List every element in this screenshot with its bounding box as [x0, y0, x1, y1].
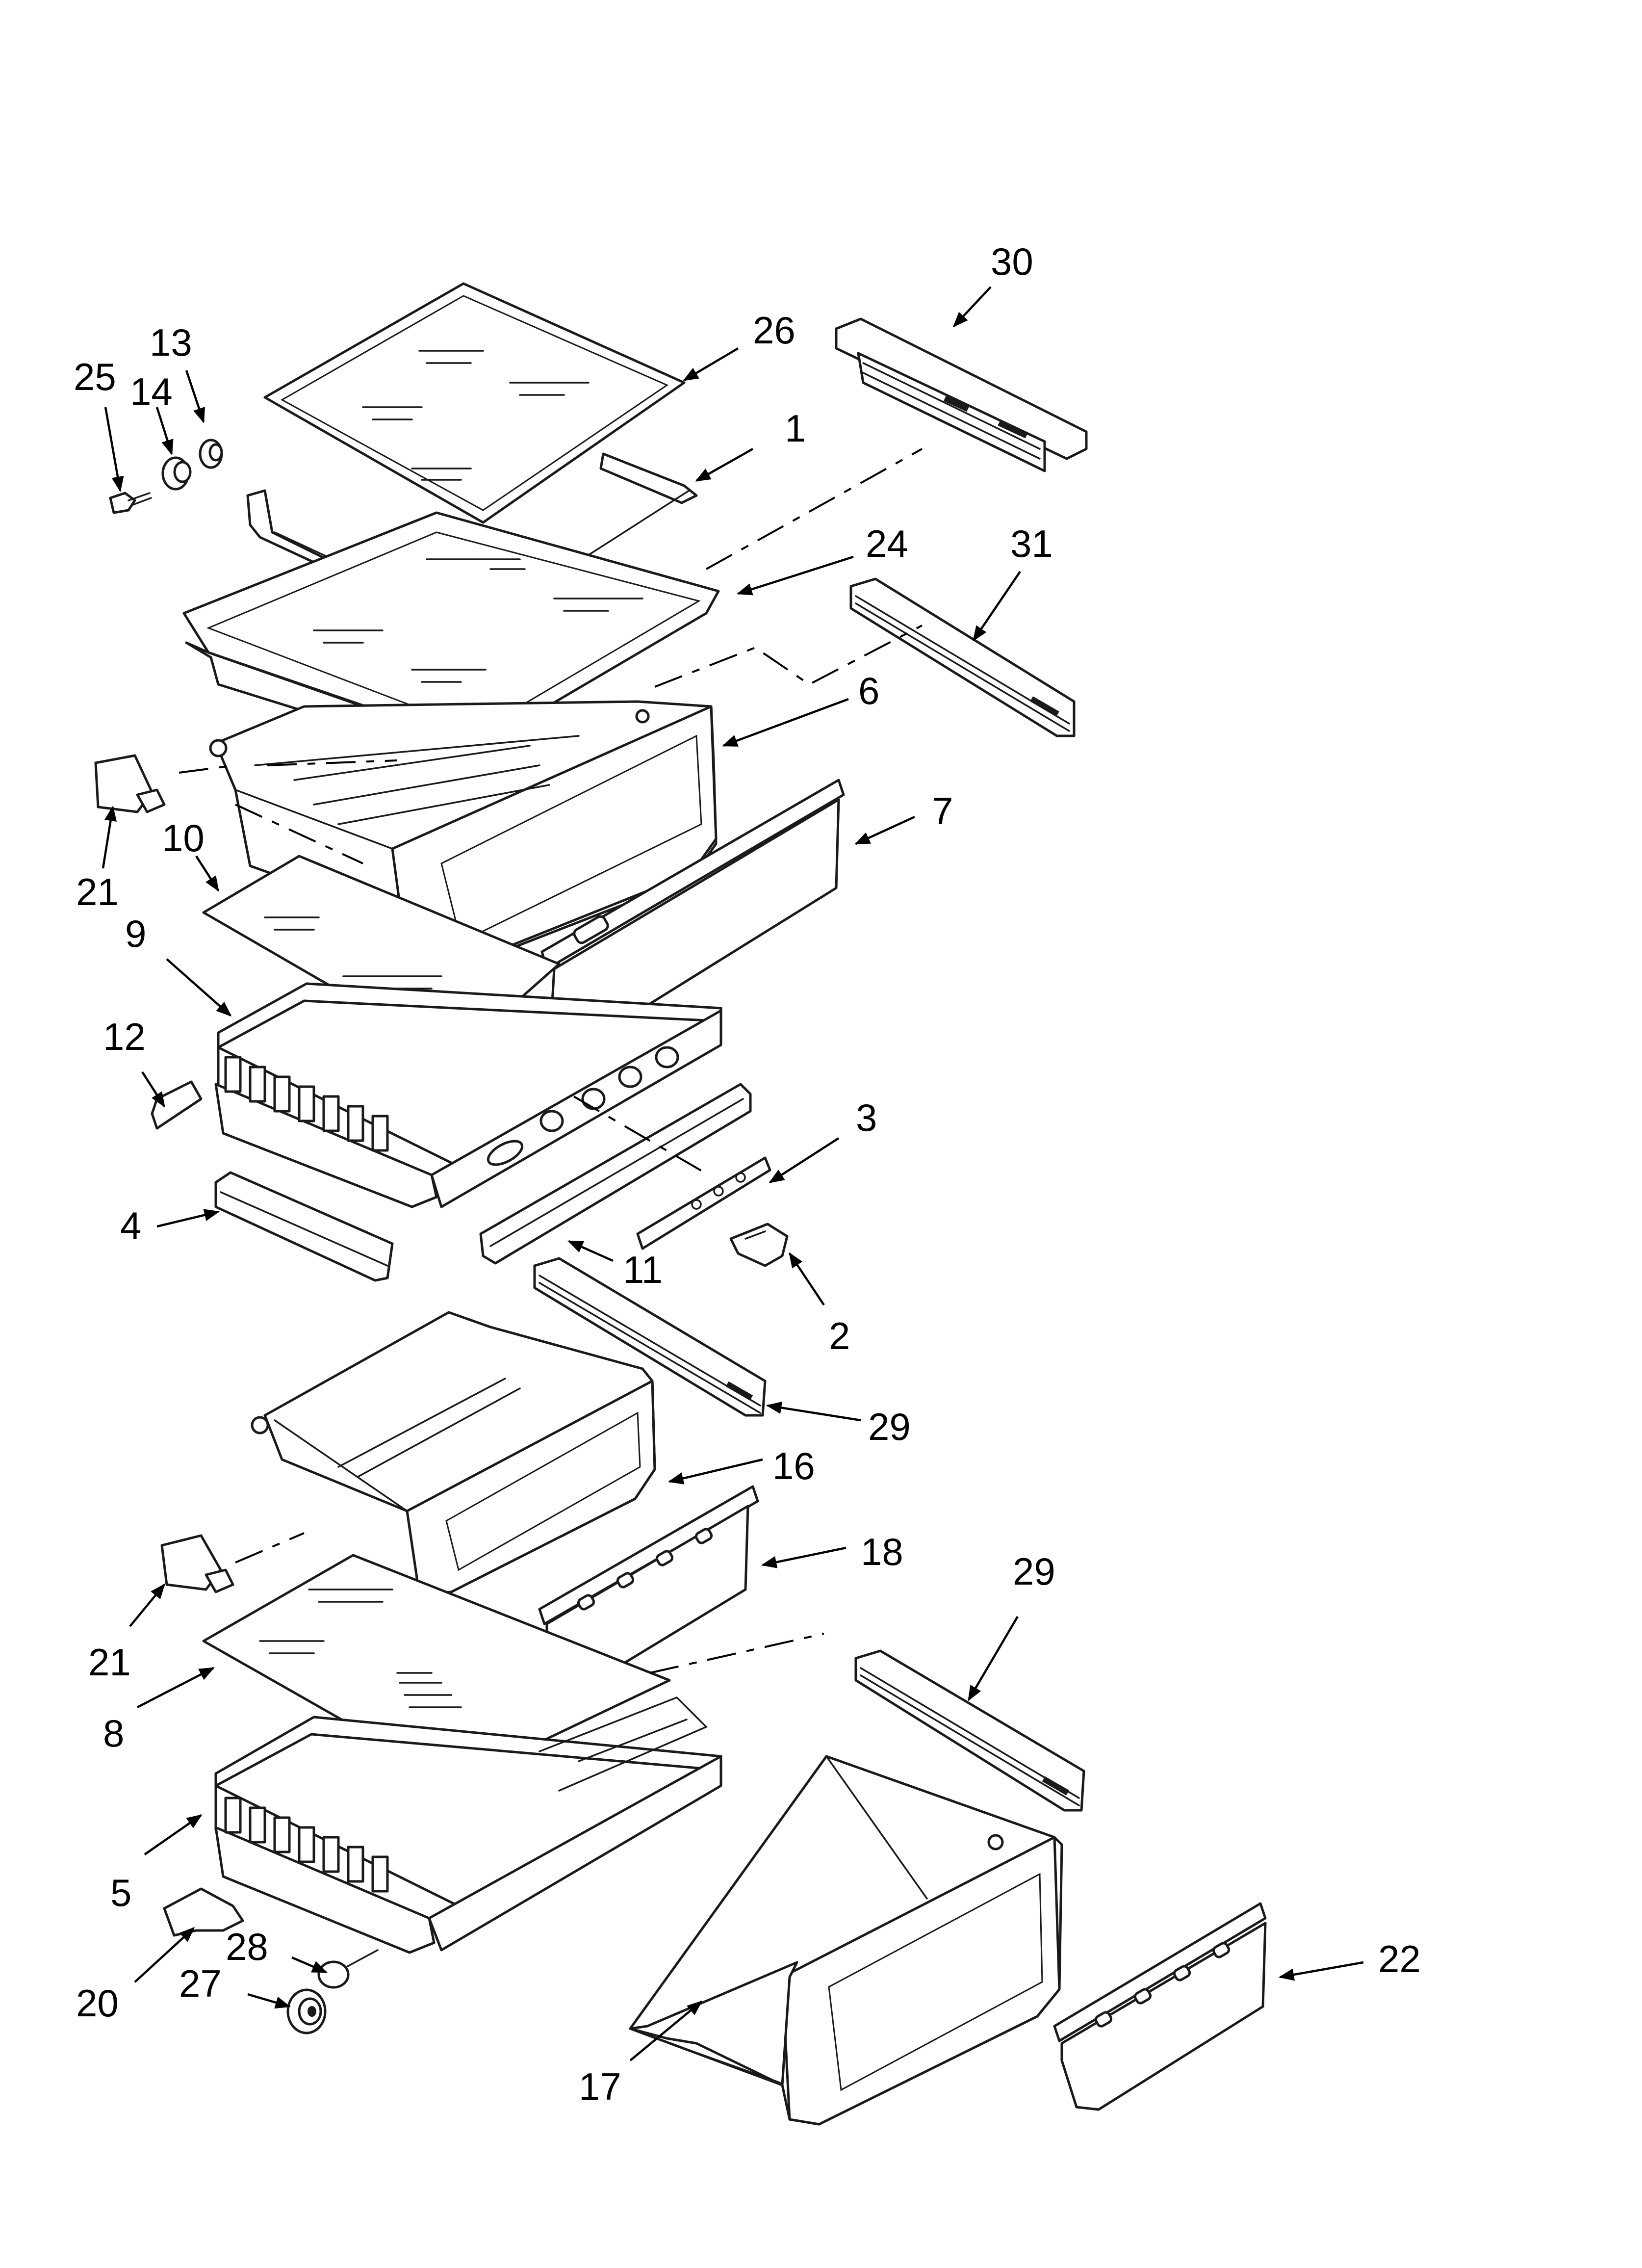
- control-knob-part: [729, 1223, 789, 1267]
- clip-part: [151, 1080, 203, 1130]
- roller-part: [317, 1949, 379, 1989]
- screw-part: [109, 492, 152, 514]
- crisper-frame-part: [214, 982, 722, 1208]
- rail-part: [479, 1083, 752, 1265]
- callout-9: 9: [125, 912, 146, 955]
- drawer-part: [251, 1311, 656, 1596]
- callout-3: 3: [856, 1096, 877, 1139]
- freezer-bin-part: [629, 1755, 1063, 2126]
- callout-24: 24: [866, 522, 908, 565]
- wheel-part: [286, 1988, 327, 2034]
- bracket-part: [94, 754, 166, 813]
- callout-30: 30: [991, 240, 1033, 283]
- callout-7: 7: [932, 789, 953, 833]
- callout-11: 11: [623, 1248, 663, 1291]
- assembly-lines: [179, 448, 923, 1674]
- callout-10: 10: [162, 816, 205, 860]
- callout-2: 2: [829, 1314, 850, 1357]
- callout-13: 13: [150, 321, 192, 364]
- slide-rail-part: [533, 1257, 767, 1417]
- cover-part: [163, 1887, 244, 1937]
- callout-5: 5: [110, 1871, 131, 1914]
- callout-29-upper: 29: [868, 1405, 911, 1448]
- trim-part: [214, 1171, 394, 1282]
- glass-shelf-part: [263, 282, 686, 524]
- callout-16: 16: [772, 1444, 815, 1487]
- crisper-drawer-part: [209, 700, 718, 965]
- leader-arrows: [102, 286, 1364, 2061]
- drawer-front-part: [1053, 1902, 1267, 2111]
- callout-31: 31: [1010, 522, 1053, 565]
- callout-1: 1: [785, 407, 806, 450]
- callout-14: 14: [130, 370, 173, 413]
- callout-28: 28: [226, 1925, 268, 1968]
- callout-6: 6: [858, 669, 879, 712]
- callout-22: 22: [1378, 1937, 1421, 1981]
- slide-rail-part: [849, 577, 1076, 737]
- callout-29-lower: 29: [1013, 1550, 1055, 1593]
- callout-21-lower: 21: [88, 1641, 131, 1684]
- callout-12: 12: [103, 1015, 146, 1058]
- callout-27: 27: [179, 1962, 222, 2005]
- washer-part: [199, 439, 223, 469]
- bracket-part: [160, 1534, 234, 1593]
- callout-26: 26: [753, 309, 795, 352]
- callout-labels: 30 26 13 25 14 1 24 31 6 7 21 10 9 12 3 …: [74, 240, 1421, 2108]
- callout-8: 8: [103, 1712, 124, 1755]
- slide-rail-part: [854, 1649, 1085, 1812]
- callout-17: 17: [579, 2065, 621, 2108]
- slide-rail-part: [835, 317, 1088, 472]
- callout-4: 4: [120, 1204, 141, 1247]
- callout-25: 25: [74, 355, 116, 398]
- callout-21-upper: 21: [76, 870, 119, 913]
- callout-18: 18: [861, 1530, 903, 1573]
- bushing-part: [161, 456, 192, 491]
- crisper-frame-part: [214, 1696, 722, 1954]
- callout-20: 20: [76, 1981, 119, 2025]
